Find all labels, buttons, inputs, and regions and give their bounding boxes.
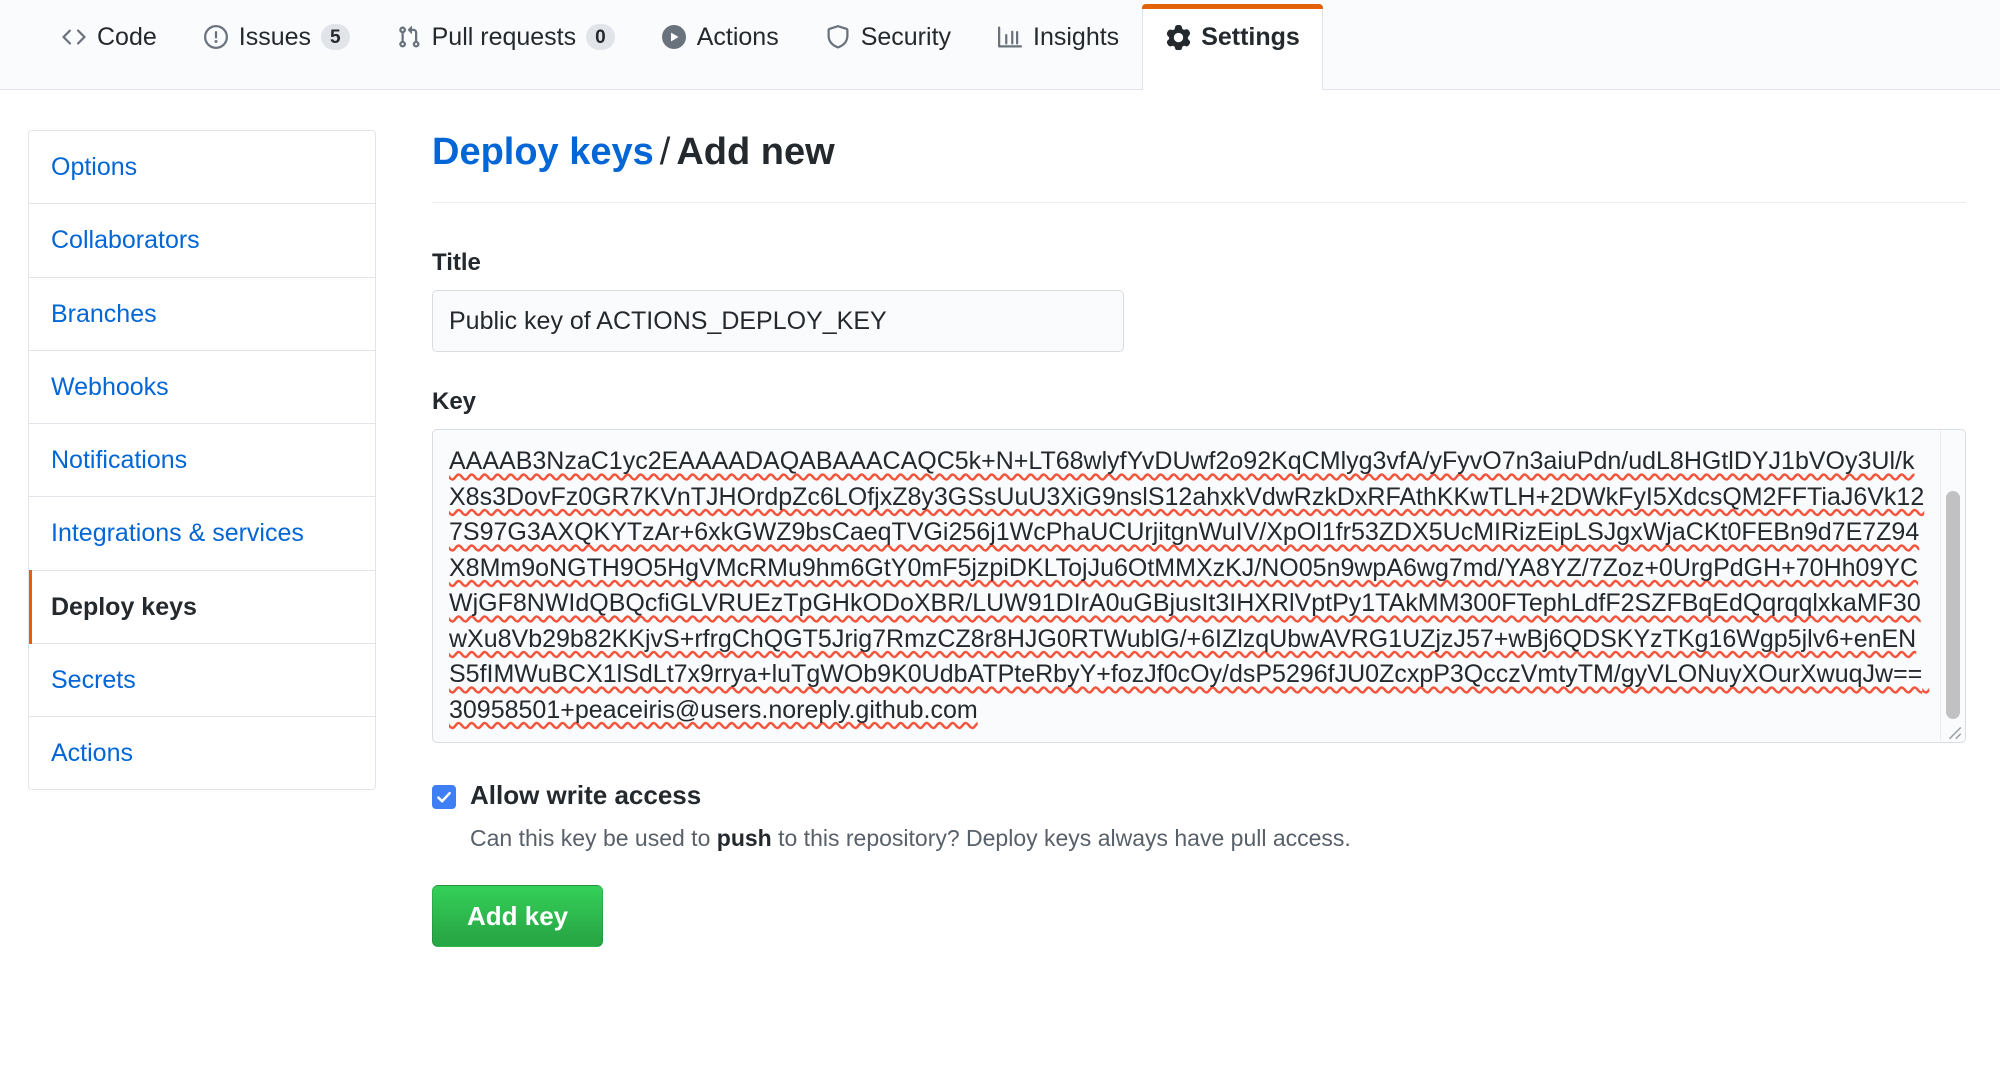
- settings-page: Options Collaborators Branches Webhooks …: [0, 90, 2000, 948]
- key-label: Key: [432, 388, 477, 416]
- settings-sidebar: Options Collaborators Branches Webhooks …: [28, 130, 376, 947]
- key-textarea-value[interactable]: AAAAB3NzaC1yc2EAAAADAQABAAACAQC5k+N+LT68…: [449, 447, 1930, 724]
- key-form-group: Key AAAAB3NzaC1yc2EAAAADAQABAAACAQC5k+N+…: [432, 388, 1966, 744]
- note-prefix: Can this key be used to: [470, 824, 717, 851]
- gear-icon: [1165, 25, 1191, 51]
- issues-count-badge: 5: [321, 24, 350, 50]
- graph-icon: [997, 24, 1023, 50]
- nav-tab-security[interactable]: Security: [802, 4, 974, 89]
- nav-tab-code[interactable]: Code: [38, 4, 180, 89]
- nav-tab-label: Pull requests: [431, 22, 577, 51]
- shield-icon: [825, 24, 851, 50]
- title-input[interactable]: [432, 289, 1124, 353]
- sidebar-item-webhooks[interactable]: Webhooks: [29, 350, 375, 424]
- play-icon: [661, 24, 687, 50]
- sidebar-item-integrations[interactable]: Integrations & services: [29, 497, 375, 571]
- nav-tab-pull-requests[interactable]: Pull requests 0: [373, 4, 638, 89]
- allow-write-access-label: Allow write access: [470, 780, 702, 811]
- git-pull-request-icon: [396, 24, 422, 50]
- allow-write-access-body: Allow write access Can this key be used …: [470, 779, 1351, 855]
- issue-opened-icon: [203, 24, 229, 50]
- nav-tab-issues[interactable]: Issues 5: [180, 4, 373, 89]
- nav-tab-label: Issues: [238, 22, 312, 51]
- key-textarea-wrapper: AAAAB3NzaC1yc2EAAAADAQABAAACAQC5k+N+LT68…: [432, 429, 1966, 744]
- allow-write-access-checkbox[interactable]: [432, 785, 456, 810]
- nav-tab-label: Settings: [1201, 23, 1300, 51]
- sidebar-item-secrets[interactable]: Secrets: [29, 643, 375, 717]
- settings-menu: Options Collaborators Branches Webhooks …: [28, 130, 376, 791]
- nav-tab-label: Security: [860, 22, 952, 51]
- allow-write-access-row[interactable]: Allow write access Can this key be used …: [432, 779, 1966, 855]
- sidebar-item-deploy-keys[interactable]: Deploy keys: [29, 569, 375, 645]
- nav-tab-label: Code: [97, 22, 157, 51]
- add-key-button[interactable]: Add key: [432, 885, 604, 948]
- page-title: Deploy keys/Add new: [432, 130, 1966, 203]
- sidebar-item-branches[interactable]: Branches: [29, 277, 375, 351]
- repo-nav-bar: Code Issues 5 Pull requests 0 Actions Se…: [0, 0, 2000, 90]
- sidebar-item-collaborators[interactable]: Collaborators: [29, 204, 375, 278]
- code-icon: [61, 24, 87, 50]
- breadcrumb-separator: /: [659, 131, 671, 173]
- deploy-keys-breadcrumb-link[interactable]: Deploy keys: [432, 131, 654, 173]
- key-textarea-scrollbar[interactable]: [1940, 431, 1964, 742]
- sidebar-item-notifications[interactable]: Notifications: [29, 424, 375, 498]
- nav-tab-label: Actions: [696, 22, 779, 51]
- nav-tab-settings[interactable]: Settings: [1142, 4, 1323, 90]
- nav-tab-insights[interactable]: Insights: [974, 4, 1142, 89]
- sidebar-item-options[interactable]: Options: [29, 131, 375, 205]
- key-textarea-scrollbar-thumb[interactable]: [1946, 491, 1960, 720]
- allow-write-access-note: Can this key be used to push to this rep…: [470, 821, 1351, 856]
- nav-tab-actions[interactable]: Actions: [638, 4, 802, 89]
- title-form-group: Title: [432, 249, 1966, 353]
- key-textarea[interactable]: AAAAB3NzaC1yc2EAAAADAQABAAACAQC5k+N+LT68…: [432, 429, 1966, 744]
- main-content: Deploy keys/Add new Title Key AAAAB3NzaC…: [376, 130, 2000, 948]
- breadcrumb-current: Add new: [676, 131, 835, 173]
- nav-tab-label: Insights: [1033, 22, 1120, 51]
- sidebar-item-actions[interactable]: Actions: [29, 717, 375, 790]
- pull-requests-count-badge: 0: [586, 24, 615, 50]
- note-suffix: to this repository? Deploy keys always h…: [771, 824, 1351, 851]
- note-bold-push: push: [716, 824, 772, 851]
- title-label: Title: [432, 248, 481, 276]
- resize-handle-icon[interactable]: [1942, 720, 1962, 740]
